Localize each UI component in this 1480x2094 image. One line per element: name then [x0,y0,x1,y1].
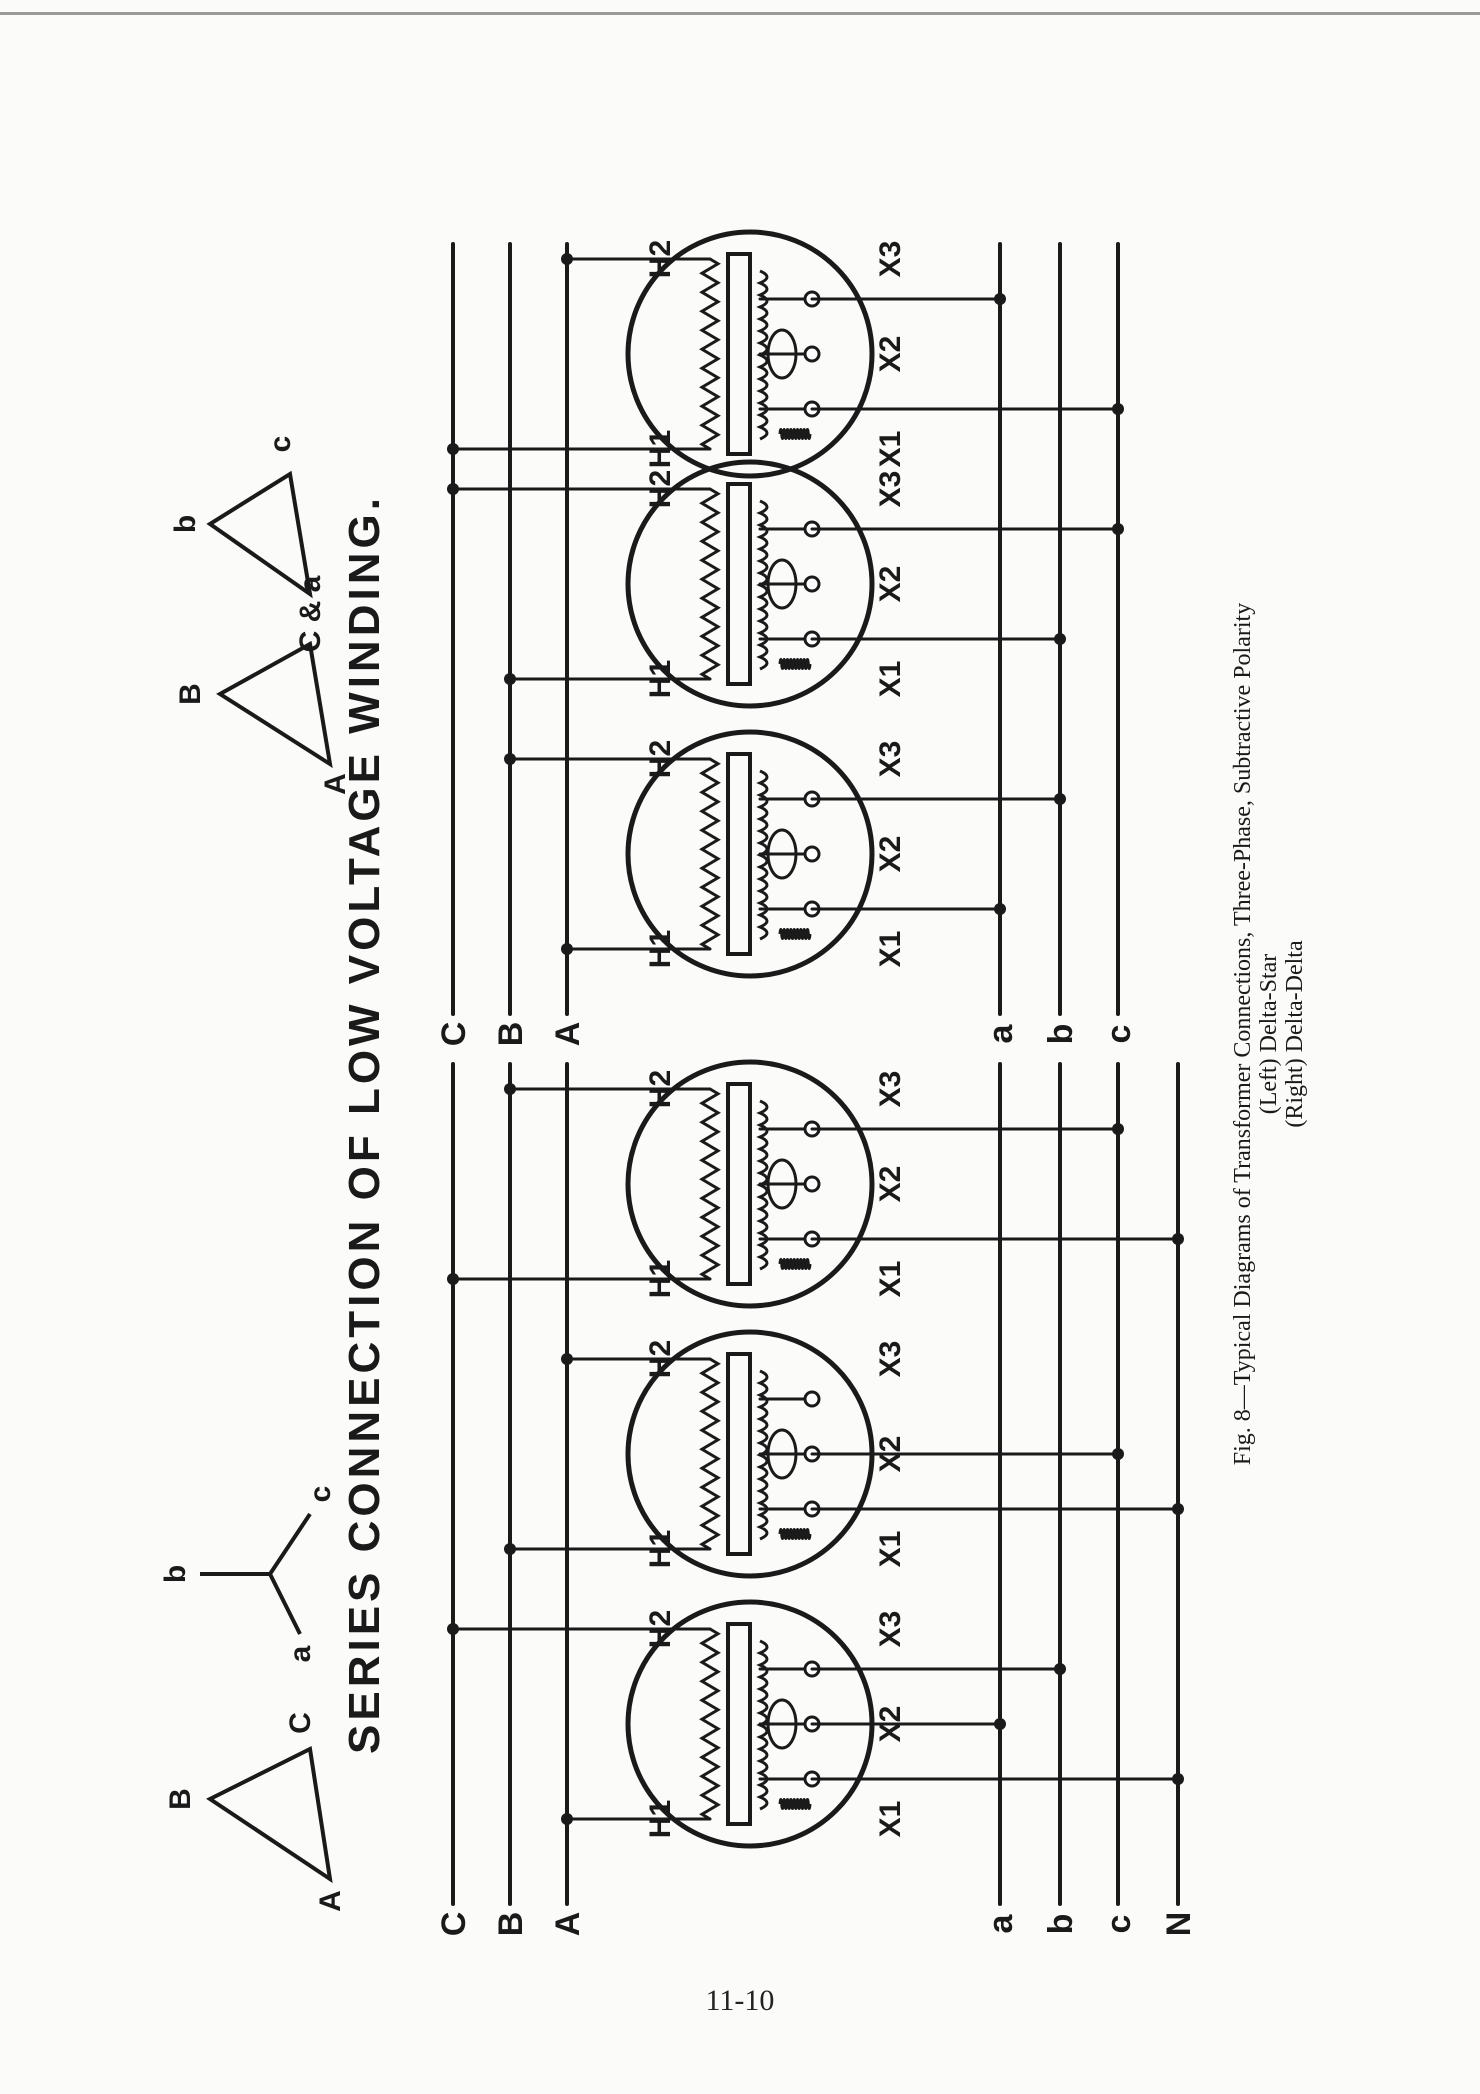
transformer-left-2-x1-bus-junction [1172,1503,1184,1515]
transformer-right-3-coil-stub [778,428,812,440]
transformer-left-1-coil-stub [778,1798,812,1810]
transformer-right-3-x2-terminal [803,345,821,363]
transformer-right-2-x1-label: X1 [874,661,907,698]
left-delta-symbol [206,1745,333,1884]
transformer-left-2-x2-bus-junction [1112,1448,1124,1460]
transformer-right-1-x3-bus-junction [1054,793,1066,805]
transformer-right-1-x2-label: X2 [874,836,907,873]
left-delta-vertex-0: A [314,1890,347,1912]
left-star-vertex-0: a [284,1645,317,1662]
right-primary-bus-label-b: B [492,1022,530,1047]
transformer-right-2-x3-bus-junction [1112,523,1124,535]
transformer-left-3-coil-stub [778,1258,812,1270]
transformer-right-2-coil-stub [778,658,812,670]
transformer-left-3-x3-bus-junction [1112,1123,1124,1135]
transformer-right-2-x3-label: X3 [874,471,907,508]
transformer-right-1-x2-terminal [803,845,821,863]
transformer-right-2-x2-label: X2 [874,566,907,603]
transformer-right-3-x1-bus-junction [1112,403,1124,415]
transformer-right-1-primary-winding [699,757,721,951]
transformer-left-3-x2-terminal [803,1175,821,1193]
left-secondary-bus-label-n: N [1160,1912,1198,1937]
right-secondary-bus-label-c: c [1100,1025,1138,1044]
transformer-left-3-x1-bus-junction [1172,1233,1184,1245]
transformer-right-3-tank [625,229,875,479]
transformer-left-1-terminal-board [726,1622,752,1826]
transformer-left-3-terminal-board [726,1082,752,1286]
transformer-right-1-tank [625,729,875,979]
transformer-right-2-tank [625,459,875,709]
transformer-right-2-terminal-board [726,482,752,686]
right-delta-symbol-primary [216,640,333,769]
transformer-left-2-x1-label: X1 [874,1531,907,1568]
left-star-vertex-1: b [159,1565,192,1583]
transformer-left-2-x3-label: X3 [874,1341,907,1378]
left-secondary-bus-label-a: a [982,1913,1020,1933]
figure-caption: Fig. 8—Typical Diagrams of Transformer C… [1230,254,1308,1814]
transformer-left-3-x3-label: X3 [874,1071,907,1108]
right-delta-primary-vertex-1: B [174,683,207,705]
right-delta-symbol-secondary [206,470,313,599]
transformer-left-2-x3-terminal [803,1390,821,1408]
transformer-right-3-x3-bus-junction [994,293,1006,305]
left-secondary-bus-label-c: c [1100,1915,1138,1934]
transformer-left-3-primary-winding [699,1087,721,1281]
transformer-right-3-primary-winding [699,257,721,451]
left-primary-bus-label-b: B [492,1912,530,1937]
transformer-left-3-tank [625,1059,875,1309]
right-primary-bus-label-c: C [435,1022,473,1047]
transformer-right-3-x2-label: X2 [874,336,907,373]
transformer-right-1-x1-bus-junction [994,903,1006,915]
transformer-right-1-terminal-board [726,752,752,956]
transformer-left-1-x1-label: X1 [874,1801,907,1838]
left-star-symbol [200,1512,312,1635]
transformer-left-2-primary-winding [699,1357,721,1551]
transformer-right-2-x1-bus-junction [1054,633,1066,645]
transformer-left-2-terminal-board [726,1352,752,1556]
caption-line-1: Fig. 8—Typical Diagrams of Transformer C… [1230,602,1256,1466]
transformer-right-1-x3-label: X3 [874,741,907,778]
left-primary-bus-label-a: A [549,1912,587,1937]
right-secondary-bus-label-a: a [982,1023,1020,1043]
left-secondary-bus-label-b: b [1042,1914,1080,1935]
right-delta-primary-vertex-0: A [319,773,352,795]
transformer-right-3-terminal-board [726,252,752,456]
transformer-right-2-x2-terminal [803,575,821,593]
diagram-title: SERIES CONNECTION OF LOW VOLTAGE WINDING… [340,494,389,1754]
page-top-rule [0,12,1480,15]
caption-line-3: (Right) Delta-Delta [1282,940,1308,1128]
transformer-right-3-x3-label: X3 [874,241,907,278]
right-primary-bus-label-a: A [549,1022,587,1047]
transformer-right-1-coil-stub [778,928,812,940]
left-primary-bus-label-c: C [435,1912,473,1937]
caption-line-2: (Left) Delta-Star [1256,953,1282,1115]
right-secondary-bus-label-b: b [1042,1024,1080,1045]
transformer-left-1-x1-bus-junction [1172,1773,1184,1785]
left-delta-vertex-2: C [284,1712,317,1734]
transformer-left-3-x1-label: X1 [874,1261,907,1298]
transformer-left-1-x3-label: X3 [874,1611,907,1648]
transformer-right-3-x1-label: X1 [874,431,907,468]
transformer-right-1-x1-label: X1 [874,931,907,968]
transformer-left-3-x2-label: X2 [874,1166,907,1203]
transformer-left-1-x3-bus-junction [1054,1663,1066,1675]
transformer-right-2-primary-winding [699,487,721,681]
right-delta-secondary-vertex-0: b [169,515,202,533]
transformer-left-1-primary-winding [699,1627,721,1821]
page-number: 11-10 [705,1984,775,2017]
right-delta-secondary-vertex-1: c [264,436,297,453]
left-delta-vertex-1: B [164,1788,197,1810]
transformer-left-2-coil-stub [778,1528,812,1540]
left-star-vertex-2: c [304,1486,337,1503]
transformer-left-1-x2-bus-junction [994,1718,1006,1730]
